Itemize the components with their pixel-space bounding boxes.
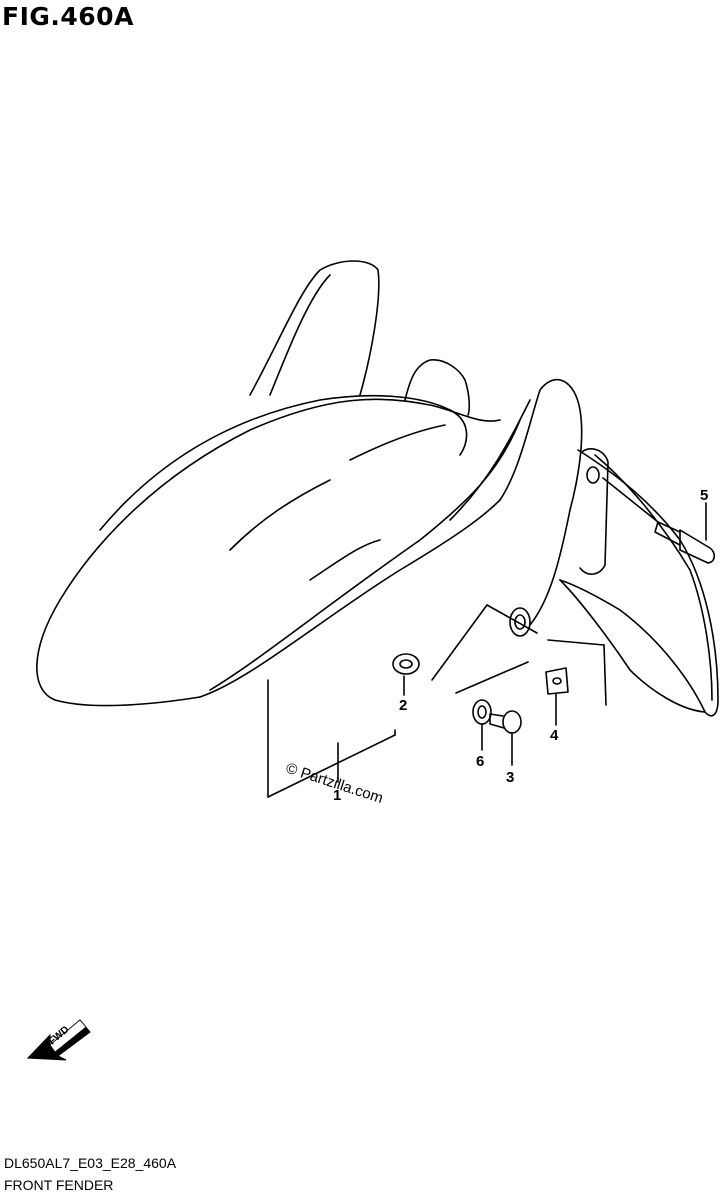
callout-4: 4 — [550, 727, 559, 744]
mount-bracket — [579, 448, 609, 575]
callout-6: 6 — [476, 753, 484, 770]
figure-code: DL650AL7_E03_E28_460A — [4, 1155, 177, 1171]
figure-name: FRONT FENDER — [4, 1177, 114, 1193]
fender-side-panel — [199, 378, 583, 698]
bolt-5 — [679, 529, 716, 564]
callout-2: 2 — [399, 697, 407, 714]
screw-3-head — [502, 710, 522, 734]
front-fender-body — [36, 398, 501, 707]
callout-1: 1 — [333, 787, 341, 804]
mount-hole-lower — [509, 607, 531, 637]
fwd-arrow: FWD — [26, 1019, 91, 1061]
mount-hole-upper — [586, 466, 600, 484]
fender-center-fin — [404, 359, 471, 416]
rear-mudguard — [559, 449, 719, 717]
washer-2 — [392, 653, 420, 675]
collar-6 — [472, 699, 492, 725]
figure-title: FIG.460A — [2, 2, 134, 31]
callout-3: 3 — [506, 769, 514, 786]
clip-nut-4 — [545, 667, 569, 695]
screw-3-shank — [489, 713, 505, 729]
callout-5: 5 — [700, 487, 708, 504]
fender-top-arch — [99, 394, 468, 531]
fender-rear-fin — [249, 260, 380, 396]
